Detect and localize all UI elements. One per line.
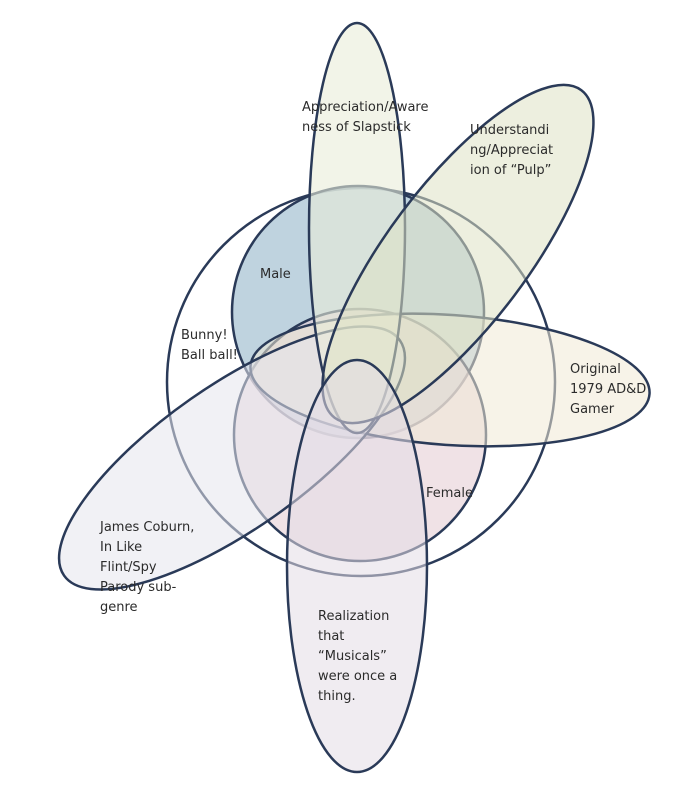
set-musicals-ellipse (285, 358, 429, 774)
label-female: Female (426, 486, 474, 501)
label-slapstick: Appreciation/Aware ness of Slapstick (302, 100, 429, 135)
label-bunny: Bunny! Ball ball! (181, 328, 238, 363)
label-male: Male (260, 267, 291, 282)
label-add: Original 1979 AD&D Gamer (570, 362, 647, 417)
label-coburn: James Coburn, In Like Flint/Spy Parody s… (100, 520, 195, 615)
label-pulp: Understandi ng/Appreciat ion of “Pulp” (470, 123, 554, 178)
label-musicals: Realization that “Musicals” were once a … (318, 609, 398, 704)
